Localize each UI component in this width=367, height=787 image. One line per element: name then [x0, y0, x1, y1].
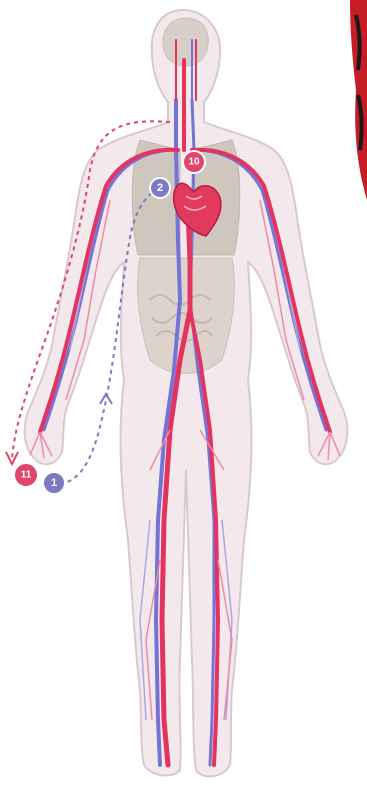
corner-image-fragment [350, 0, 367, 200]
marker-1-label: 1 [51, 477, 57, 489]
marker-10-label: 10 [188, 157, 200, 168]
marker-10: 10 [183, 151, 205, 173]
marker-11-label: 11 [21, 470, 32, 481]
marker-11: 11 [14, 463, 38, 487]
marker-2: 2 [150, 178, 170, 198]
marker-1: 1 [43, 472, 65, 494]
marker-2-label: 2 [157, 182, 163, 194]
abdomen-organs [138, 258, 235, 374]
